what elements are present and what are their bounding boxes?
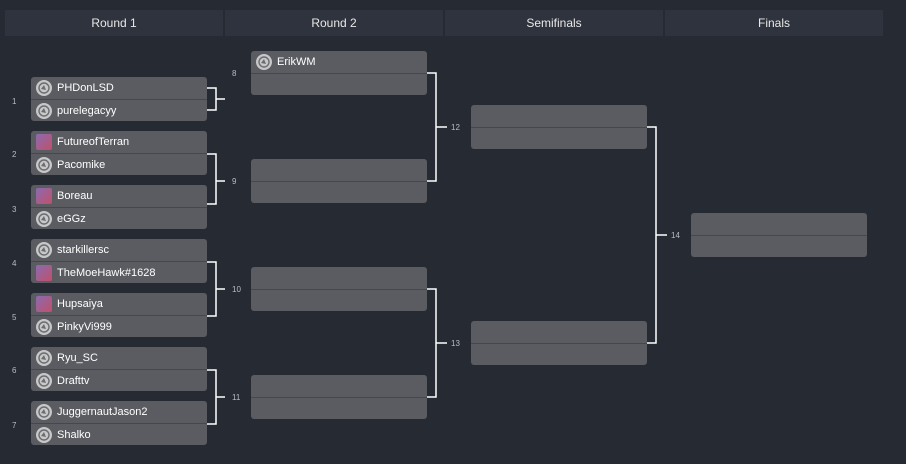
empty-slot[interactable] xyxy=(251,73,427,95)
match-number: 9 xyxy=(232,177,237,186)
match-number: 12 xyxy=(451,123,460,132)
match-round1-6[interactable]: Ryu_SC Drafttv xyxy=(31,347,207,391)
empty-slot[interactable] xyxy=(251,289,427,311)
player-name: PinkyVi999 xyxy=(57,320,112,333)
player-slot[interactable]: PinkyVi999 xyxy=(31,315,207,337)
bracket-connector xyxy=(427,72,447,182)
player-name: Hupsaiya xyxy=(57,298,103,310)
match-number: 11 xyxy=(232,393,241,402)
player-slot[interactable]: TheMoeHawk#1628 xyxy=(31,261,207,283)
seed-number: 6 xyxy=(12,366,17,375)
player-avatar xyxy=(36,188,52,204)
player-avatar xyxy=(36,134,52,150)
match-semifinal-13[interactable] xyxy=(471,321,647,365)
race-icon xyxy=(36,80,52,96)
match-final-14[interactable] xyxy=(691,213,867,257)
player-slot[interactable]: PHDonLSD xyxy=(31,77,207,99)
player-avatar xyxy=(36,264,52,281)
race-icon xyxy=(256,54,272,70)
seed-number: 3 xyxy=(12,205,17,214)
bracket-connector xyxy=(207,153,225,205)
player-name: eGGz xyxy=(57,212,86,225)
empty-slot[interactable] xyxy=(251,397,427,419)
empty-slot[interactable] xyxy=(691,235,867,257)
race-icon xyxy=(36,242,52,258)
match-round2-11[interactable] xyxy=(251,375,427,419)
seed-number: 2 xyxy=(12,150,17,159)
player-avatar xyxy=(36,296,52,312)
player-name: Pacomike xyxy=(57,158,106,171)
player-slot[interactable]: Shalko xyxy=(31,423,207,445)
player-name: FutureofTerran xyxy=(57,136,130,148)
match-number: 14 xyxy=(671,231,680,240)
race-icon xyxy=(36,102,52,119)
player-slot[interactable]: Boreau xyxy=(31,185,207,207)
bracket-connector xyxy=(427,288,447,398)
player-slot[interactable]: Pacomike xyxy=(31,153,207,175)
semifinals-header[interactable]: Semifinals xyxy=(445,10,663,36)
match-number: 10 xyxy=(232,285,241,294)
player-name: Shalko xyxy=(57,428,91,441)
empty-slot[interactable] xyxy=(471,127,647,149)
race-icon xyxy=(36,404,52,420)
player-slot[interactable]: FutureofTerran xyxy=(31,131,207,153)
player-slot[interactable]: ErikWM xyxy=(251,51,427,73)
player-name: PHDonLSD xyxy=(57,82,114,94)
match-round2-9[interactable] xyxy=(251,159,427,203)
empty-slot[interactable] xyxy=(251,181,427,203)
player-slot[interactable]: Ryu_SC xyxy=(31,347,207,369)
player-slot[interactable]: Drafttv xyxy=(31,369,207,391)
player-name: Boreau xyxy=(57,190,93,202)
seed-number: 7 xyxy=(12,421,17,430)
player-slot[interactable]: starkillersc xyxy=(31,239,207,261)
player-slot[interactable]: purelegacyy xyxy=(31,99,207,121)
player-name: Drafttv xyxy=(57,374,90,387)
player-name: starkillersc xyxy=(57,244,109,256)
bracket-connector xyxy=(207,261,225,317)
race-icon xyxy=(36,210,52,227)
seed-number: 4 xyxy=(12,259,17,268)
player-name: JuggernautJason2 xyxy=(57,406,148,418)
match-round1-3[interactable]: Boreau eGGz xyxy=(31,185,207,229)
race-icon xyxy=(36,156,52,173)
seed-number: 1 xyxy=(12,97,17,106)
race-icon xyxy=(36,350,52,366)
match-semifinal-12[interactable] xyxy=(471,105,647,149)
bracket-connector xyxy=(207,369,225,425)
race-icon xyxy=(36,372,52,389)
player-name: Ryu_SC xyxy=(57,352,98,364)
player-slot[interactable]: JuggernautJason2 xyxy=(31,401,207,423)
match-round2-10[interactable] xyxy=(251,267,427,311)
match-round1-1[interactable]: PHDonLSD purelegacyy xyxy=(31,77,207,121)
bracket-connector xyxy=(207,87,225,111)
player-name: TheMoeHawk#1628 xyxy=(57,266,156,279)
match-number: 8 xyxy=(232,69,237,78)
player-name: purelegacyy xyxy=(57,104,117,117)
bracket-connector xyxy=(647,126,667,344)
seed-number: 5 xyxy=(12,313,17,322)
race-icon xyxy=(36,426,52,443)
match-number: 13 xyxy=(451,339,460,348)
player-name: ErikWM xyxy=(277,56,316,68)
player-slot[interactable]: eGGz xyxy=(31,207,207,229)
round-1-header[interactable]: Round 1 xyxy=(5,10,223,36)
match-round2-8[interactable]: ErikWM xyxy=(251,51,427,95)
race-icon xyxy=(36,318,52,335)
player-slot[interactable]: Hupsaiya xyxy=(31,293,207,315)
round-2-header[interactable]: Round 2 xyxy=(225,10,443,36)
finals-header[interactable]: Finals xyxy=(665,10,883,36)
empty-slot[interactable] xyxy=(471,343,647,365)
